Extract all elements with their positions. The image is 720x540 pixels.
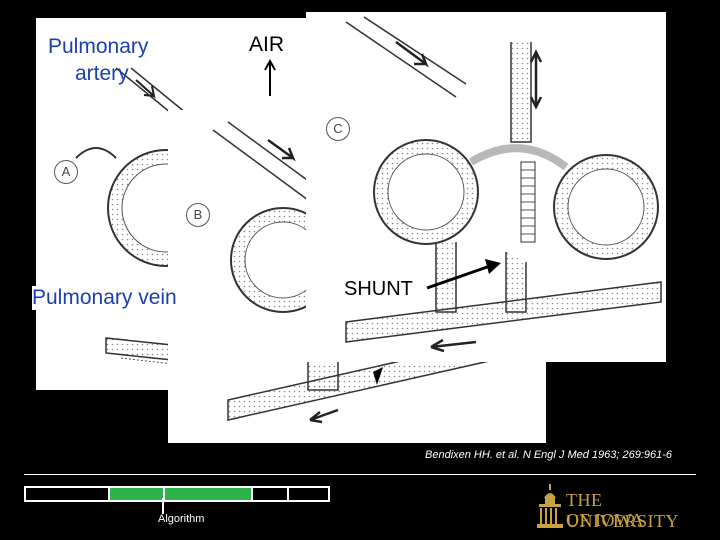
algorithm-marker <box>162 498 164 514</box>
algorithm-label[interactable]: Algorithm <box>158 513 205 525</box>
progress-segment-3[interactable] <box>165 488 253 500</box>
pulmonary-artery-label-line1: Pulmonary <box>48 35 149 58</box>
logo-line2: OF IOWA <box>566 510 644 530</box>
panel-letter-c: C <box>326 117 350 141</box>
progress-segment-2[interactable] <box>110 488 165 500</box>
air-arrow-icon <box>264 58 276 96</box>
shunt-label: SHUNT <box>340 278 417 301</box>
capitol-icon <box>537 484 563 528</box>
progress-segment-5[interactable] <box>289 488 324 500</box>
pulmonary-artery-label-line2: artery <box>75 62 129 85</box>
citation: Bendixen HH. et al. N Engl J Med 1963; 2… <box>425 449 673 461</box>
panel-c-drawing <box>345 16 662 353</box>
alveolus-panel-c: C <box>306 12 666 362</box>
panel-letter-b: B <box>186 203 210 227</box>
progress-segment-4[interactable] <box>253 488 289 500</box>
shunt-arrow-icon <box>426 259 501 290</box>
pulmonary-vein-label: Pulmonary vein <box>32 286 177 310</box>
footer-divider <box>24 474 696 475</box>
university-of-iowa-logo: THE UNIVERSITY OF IOWA <box>536 484 706 532</box>
progress-segment-1[interactable] <box>26 488 110 500</box>
algorithm-progress-bar[interactable] <box>24 486 330 502</box>
logo-line1: THE UNIVERSITY <box>566 490 679 531</box>
air-label: AIR <box>249 33 285 56</box>
panel-letter-a: A <box>54 160 78 184</box>
